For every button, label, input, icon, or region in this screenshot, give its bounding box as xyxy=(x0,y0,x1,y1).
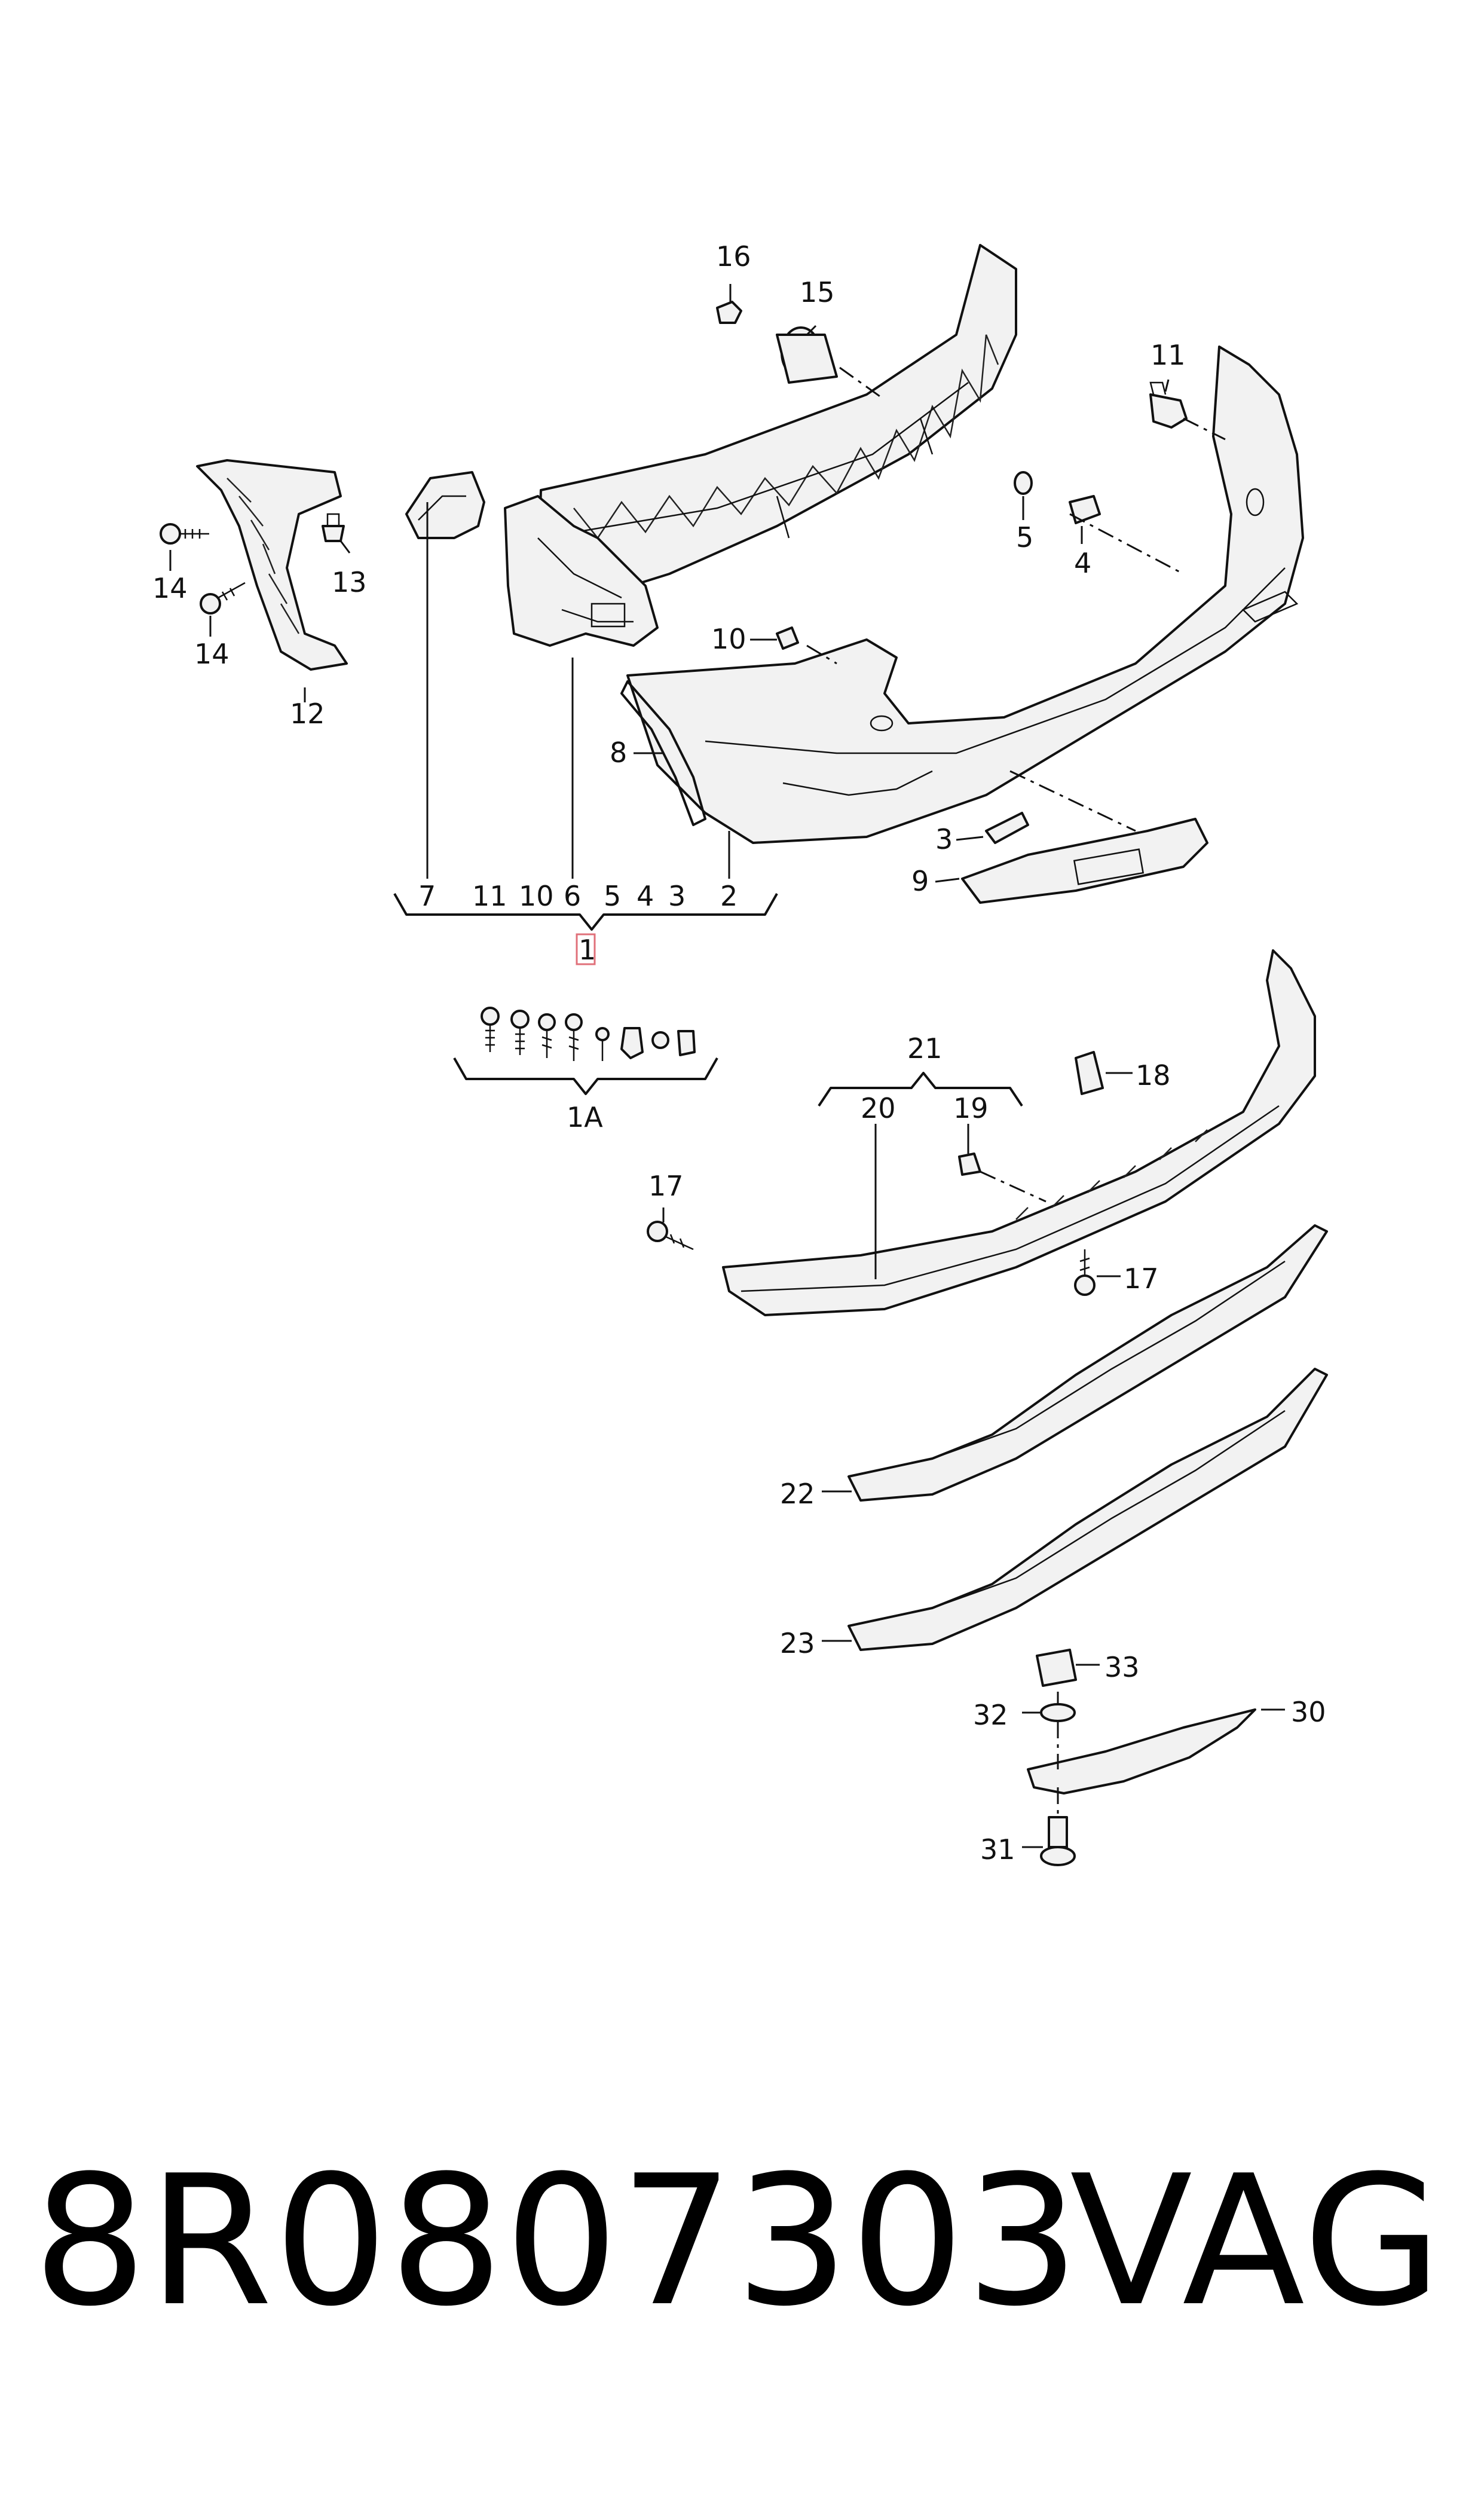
callout-21: 21 xyxy=(907,1032,943,1065)
callout-1a: 1A xyxy=(567,1101,603,1133)
callout-2: 2 xyxy=(720,880,738,912)
callout-9: 9 xyxy=(911,865,929,897)
clip-part-19 xyxy=(958,1152,981,1176)
sensor-holder-part-15 xyxy=(776,326,838,384)
callout-33: 33 xyxy=(1104,1651,1140,1683)
screw-part-17a xyxy=(647,1221,694,1251)
kit-rivet xyxy=(595,1027,610,1061)
callout-17a: 17 xyxy=(648,1170,684,1202)
clip-part-10 xyxy=(776,626,799,650)
callout-5a: 5 xyxy=(1016,521,1033,554)
callout-20: 20 xyxy=(861,1092,896,1124)
sensor-part-11 xyxy=(1149,381,1188,429)
clip-part-18 xyxy=(1075,1051,1104,1095)
rear-bumper-cover xyxy=(626,346,1304,844)
kit-nut xyxy=(651,1031,669,1049)
alignment-line xyxy=(1009,770,1136,832)
bracket-1a xyxy=(453,1057,718,1095)
callout-14b: 14 xyxy=(194,638,230,670)
callout-14a: 14 xyxy=(152,572,188,604)
part-number-caption: 8R0807303 xyxy=(33,2137,1081,2346)
leader-lines-lower xyxy=(662,1072,1285,1848)
diffuser-part-20 xyxy=(722,949,1316,1316)
bracket-part-6 xyxy=(504,495,659,647)
callout-3b: 3 xyxy=(668,880,686,912)
callout-18: 18 xyxy=(1136,1059,1171,1092)
clip-part-33 xyxy=(1036,1649,1077,1687)
callout-15: 15 xyxy=(800,276,835,308)
callout-12: 12 xyxy=(290,698,325,730)
kit-clip xyxy=(677,1030,696,1056)
side-bracket-part-12 xyxy=(196,459,348,671)
kit-clip xyxy=(620,1027,644,1059)
callout-8: 8 xyxy=(610,736,627,769)
kit-screw xyxy=(538,1013,556,1058)
brand-caption: VAG xyxy=(1070,2137,1443,2346)
leader-lines-upper xyxy=(169,284,1170,931)
callout-32: 32 xyxy=(973,1699,1008,1731)
callout-23: 23 xyxy=(780,1627,815,1659)
callout-10a: 10 xyxy=(711,623,746,655)
guard-plate-part-30 xyxy=(1027,1708,1256,1794)
callout-4a: 4 xyxy=(1074,547,1091,579)
callout-1: 1 xyxy=(579,934,596,966)
kit-bolt xyxy=(481,1007,500,1052)
highlight-box-part-1 xyxy=(576,933,596,965)
callout-22: 22 xyxy=(780,1478,815,1510)
callout-5b: 5 xyxy=(604,880,621,912)
alignment-line xyxy=(839,366,882,399)
cap-part-3 xyxy=(985,812,1029,844)
clip-part-4 xyxy=(1069,495,1101,524)
callout-4b: 4 xyxy=(637,880,654,912)
undertray-part-22 xyxy=(847,1224,1328,1502)
hardware-kit-1a xyxy=(481,1007,696,1061)
screw-part-14a xyxy=(160,523,209,545)
callout-3a: 3 xyxy=(935,823,953,855)
nut-part-16 xyxy=(716,301,742,324)
callout-11a: 11 xyxy=(1151,339,1186,371)
alignment-line xyxy=(980,1170,1047,1203)
callout-30: 30 xyxy=(1291,1696,1326,1728)
washer-part-32 xyxy=(1040,1703,1076,1722)
stud-part-13 xyxy=(322,513,345,542)
alignment-line xyxy=(806,644,837,665)
alignment-line xyxy=(1069,513,1184,575)
callout-19: 19 xyxy=(953,1092,989,1124)
trim-strip-part-8 xyxy=(620,680,706,826)
kit-bolt xyxy=(510,1010,530,1055)
screw-part-14b xyxy=(200,582,246,615)
callout-10b: 10 xyxy=(519,880,554,912)
kit-screw xyxy=(565,1013,583,1061)
alignment-line xyxy=(1183,417,1226,441)
callout-6: 6 xyxy=(564,880,581,912)
reflector-panel-part-9 xyxy=(961,818,1208,904)
screw-part-17b xyxy=(1074,1249,1096,1296)
plug-part-31 xyxy=(1040,1816,1076,1866)
bracket-part-7 xyxy=(405,471,485,539)
callout-31: 31 xyxy=(980,1833,1015,1866)
callout-11b: 11 xyxy=(472,880,507,912)
undertray-part-23 xyxy=(847,1368,1328,1651)
callout-16: 16 xyxy=(716,240,751,273)
callout-7: 7 xyxy=(418,880,436,912)
callout-17b: 17 xyxy=(1124,1262,1159,1295)
callout-13: 13 xyxy=(332,566,367,598)
washer-part-5 xyxy=(1014,471,1033,495)
